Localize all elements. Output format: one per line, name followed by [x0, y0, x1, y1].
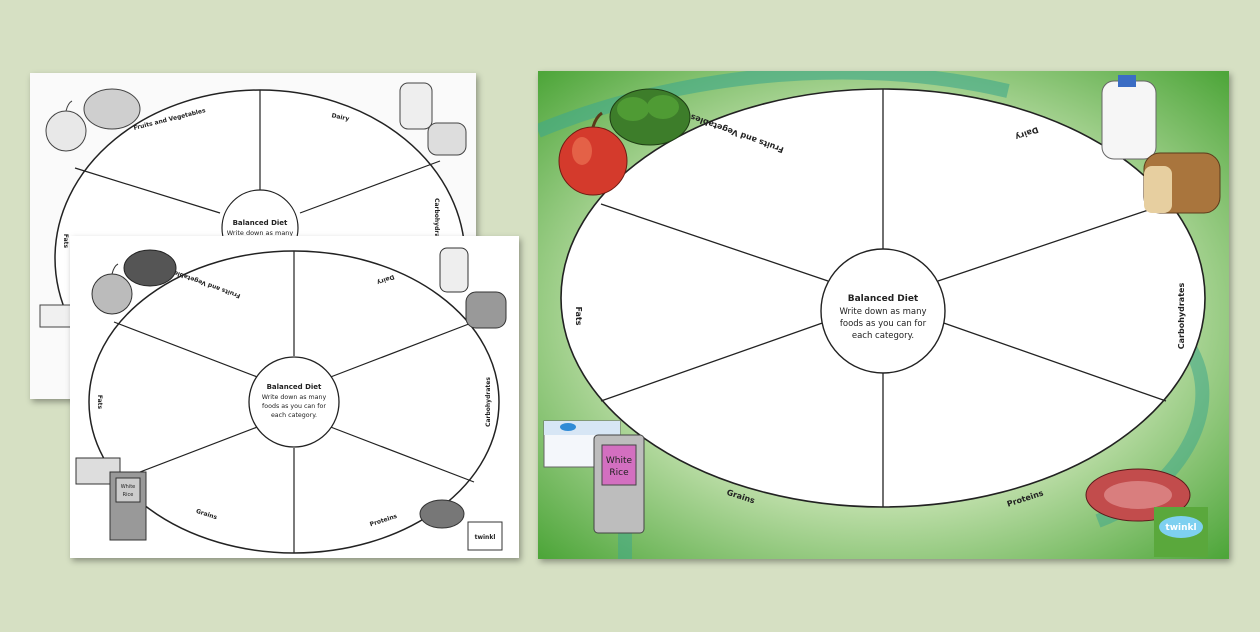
rice-label-2: Rice: [123, 492, 134, 498]
rice-bag-icon: White Rice: [593, 434, 645, 534]
broccoli-icon: [609, 88, 691, 146]
worksheet-preview-color: Balanced Diet Write down as many foods a…: [538, 71, 1229, 559]
center-instruction-line3: each category.: [271, 412, 317, 419]
bread-icon: [1143, 152, 1221, 214]
butter-icon: [39, 304, 75, 328]
twinkl-logo: twinkl: [1154, 507, 1208, 557]
center-instruction-line1: Write down as many: [227, 229, 294, 237]
segment-label-carbohydrates: Carbohydrates: [485, 377, 492, 427]
rice-label-2: Rice: [609, 468, 629, 478]
center-instruction-line2: foods as you can for: [840, 319, 927, 329]
svg-text:twinkl: twinkl: [1165, 523, 1196, 533]
bread-icon: [427, 122, 467, 156]
segment-label-carbohydrates: Carbohydrates: [1177, 283, 1186, 350]
apple-icon: [558, 111, 628, 196]
rice-label-1: White: [121, 484, 136, 490]
rice-bag-icon: White Rice: [109, 471, 147, 541]
butter-icon: [75, 457, 121, 485]
center-instruction-line3: each category.: [852, 331, 914, 341]
svg-text:twinkl: twinkl: [475, 534, 496, 541]
steak-icon: [419, 499, 465, 529]
segment-label-fats: Fats: [574, 307, 583, 326]
butter-icon: [543, 420, 621, 468]
milk-bottle-icon: [399, 82, 433, 130]
apple-icon: [45, 100, 87, 152]
center-title: Balanced Diet: [233, 219, 288, 227]
center-instruction-line2: foods as you can for: [262, 403, 326, 410]
worksheet-preview-bw-front: Balanced Diet Write down as many foods a…: [70, 236, 519, 558]
broccoli-icon: [123, 249, 177, 287]
center-instruction-line1: Write down as many: [262, 394, 327, 401]
twinkl-logo: twinkl: [467, 521, 503, 551]
segment-label-carbohydrates: Carbohydrates: [433, 198, 440, 248]
segment-label-dairy: Dairy: [331, 112, 350, 123]
segment-label-fats: Fats: [96, 395, 103, 410]
center-title: Balanced Diet: [848, 294, 919, 304]
broccoli-icon: [83, 88, 141, 130]
milk-bottle-icon: [1101, 75, 1157, 160]
center-title: Balanced Diet: [267, 383, 322, 391]
bread-icon: [465, 291, 507, 329]
segment-label-fats: Fats: [62, 234, 69, 249]
milk-bottle-icon: [439, 247, 469, 293]
apple-icon: [91, 263, 133, 315]
rice-label-1: White: [606, 456, 633, 466]
center-instruction-line1: Write down as many: [839, 307, 926, 317]
